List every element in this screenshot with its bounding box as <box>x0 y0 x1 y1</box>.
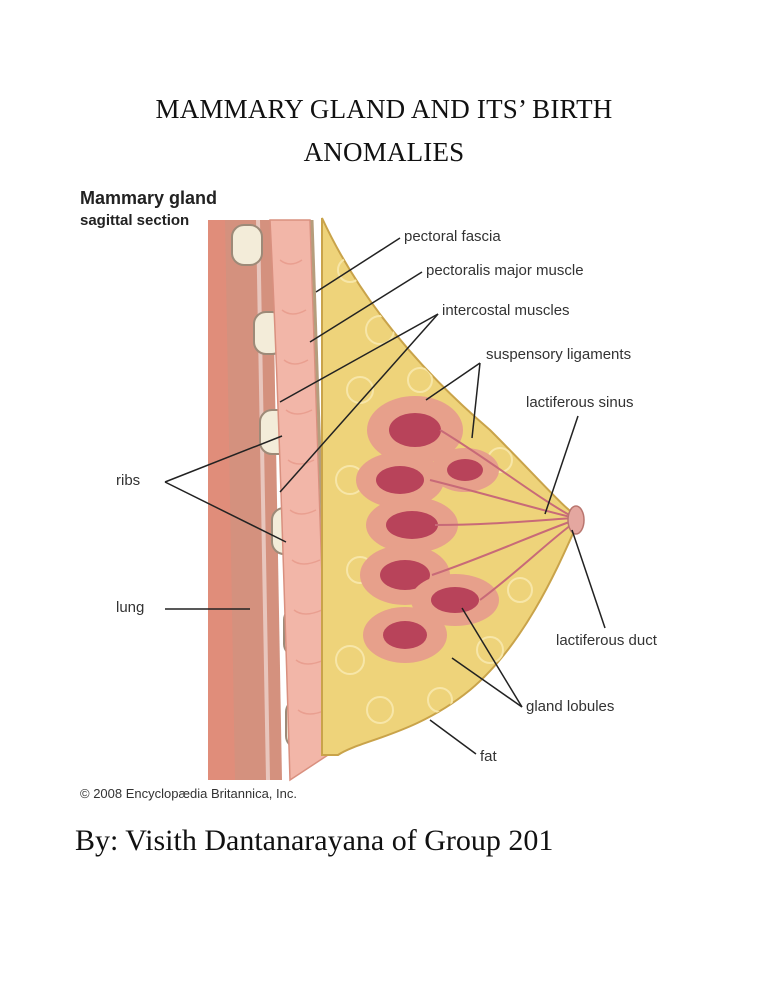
title-line-1: MAMMARY GLAND AND ITS’ BIRTH <box>155 94 613 124</box>
gland-lobule-core <box>447 459 483 481</box>
author-byline: By: Visith Dantanarayana of Group 201 <box>75 824 554 857</box>
title-line-2: ANOMALIES <box>303 137 465 167</box>
label-intercostal-muscles: intercostal muscles <box>442 302 570 319</box>
gland-lobule-core <box>383 621 427 649</box>
figure-title: Mammary gland <box>80 188 218 208</box>
label-fat: fat <box>480 748 497 765</box>
gland-lobule-core <box>386 511 438 539</box>
label-gland-lobules: gland lobules <box>526 698 615 715</box>
mammary-gland-figure: Mammary gland sagittal section pectoral … <box>60 180 720 810</box>
label-lung: lung <box>116 599 145 616</box>
label-pectoral-fascia: pectoral fascia <box>404 228 501 245</box>
anatomy-illustration <box>164 217 606 782</box>
document-title: MAMMARY GLAND AND ITS’ BIRTH ANOMALIES <box>0 88 768 174</box>
label-lactiferous-sinus: lactiferous sinus <box>526 394 634 411</box>
nipple <box>567 505 585 535</box>
label-pectoralis-major-muscle: pectoralis major muscle <box>426 262 584 279</box>
lactiferous-ducts <box>429 429 576 601</box>
leader-lines <box>164 237 606 755</box>
rib <box>231 224 263 266</box>
figure-subtitle: sagittal section <box>80 212 190 229</box>
gland-lobule-core <box>431 587 479 613</box>
intercostal-muscle-band <box>225 220 282 780</box>
gland-lobule-core <box>389 413 441 447</box>
label-ribs: ribs <box>116 472 141 489</box>
gland-lobules-group <box>356 396 499 663</box>
label-lactiferous-duct: lactiferous duct <box>556 632 657 649</box>
pleura-line <box>256 220 270 780</box>
gland-lobule-core <box>376 466 424 494</box>
gland-lobule-core <box>380 560 430 590</box>
copyright-notice: © 2008 Encyclopædia Britannica, Inc. <box>80 786 297 801</box>
label-suspensory-ligaments: suspensory ligaments <box>486 346 632 363</box>
